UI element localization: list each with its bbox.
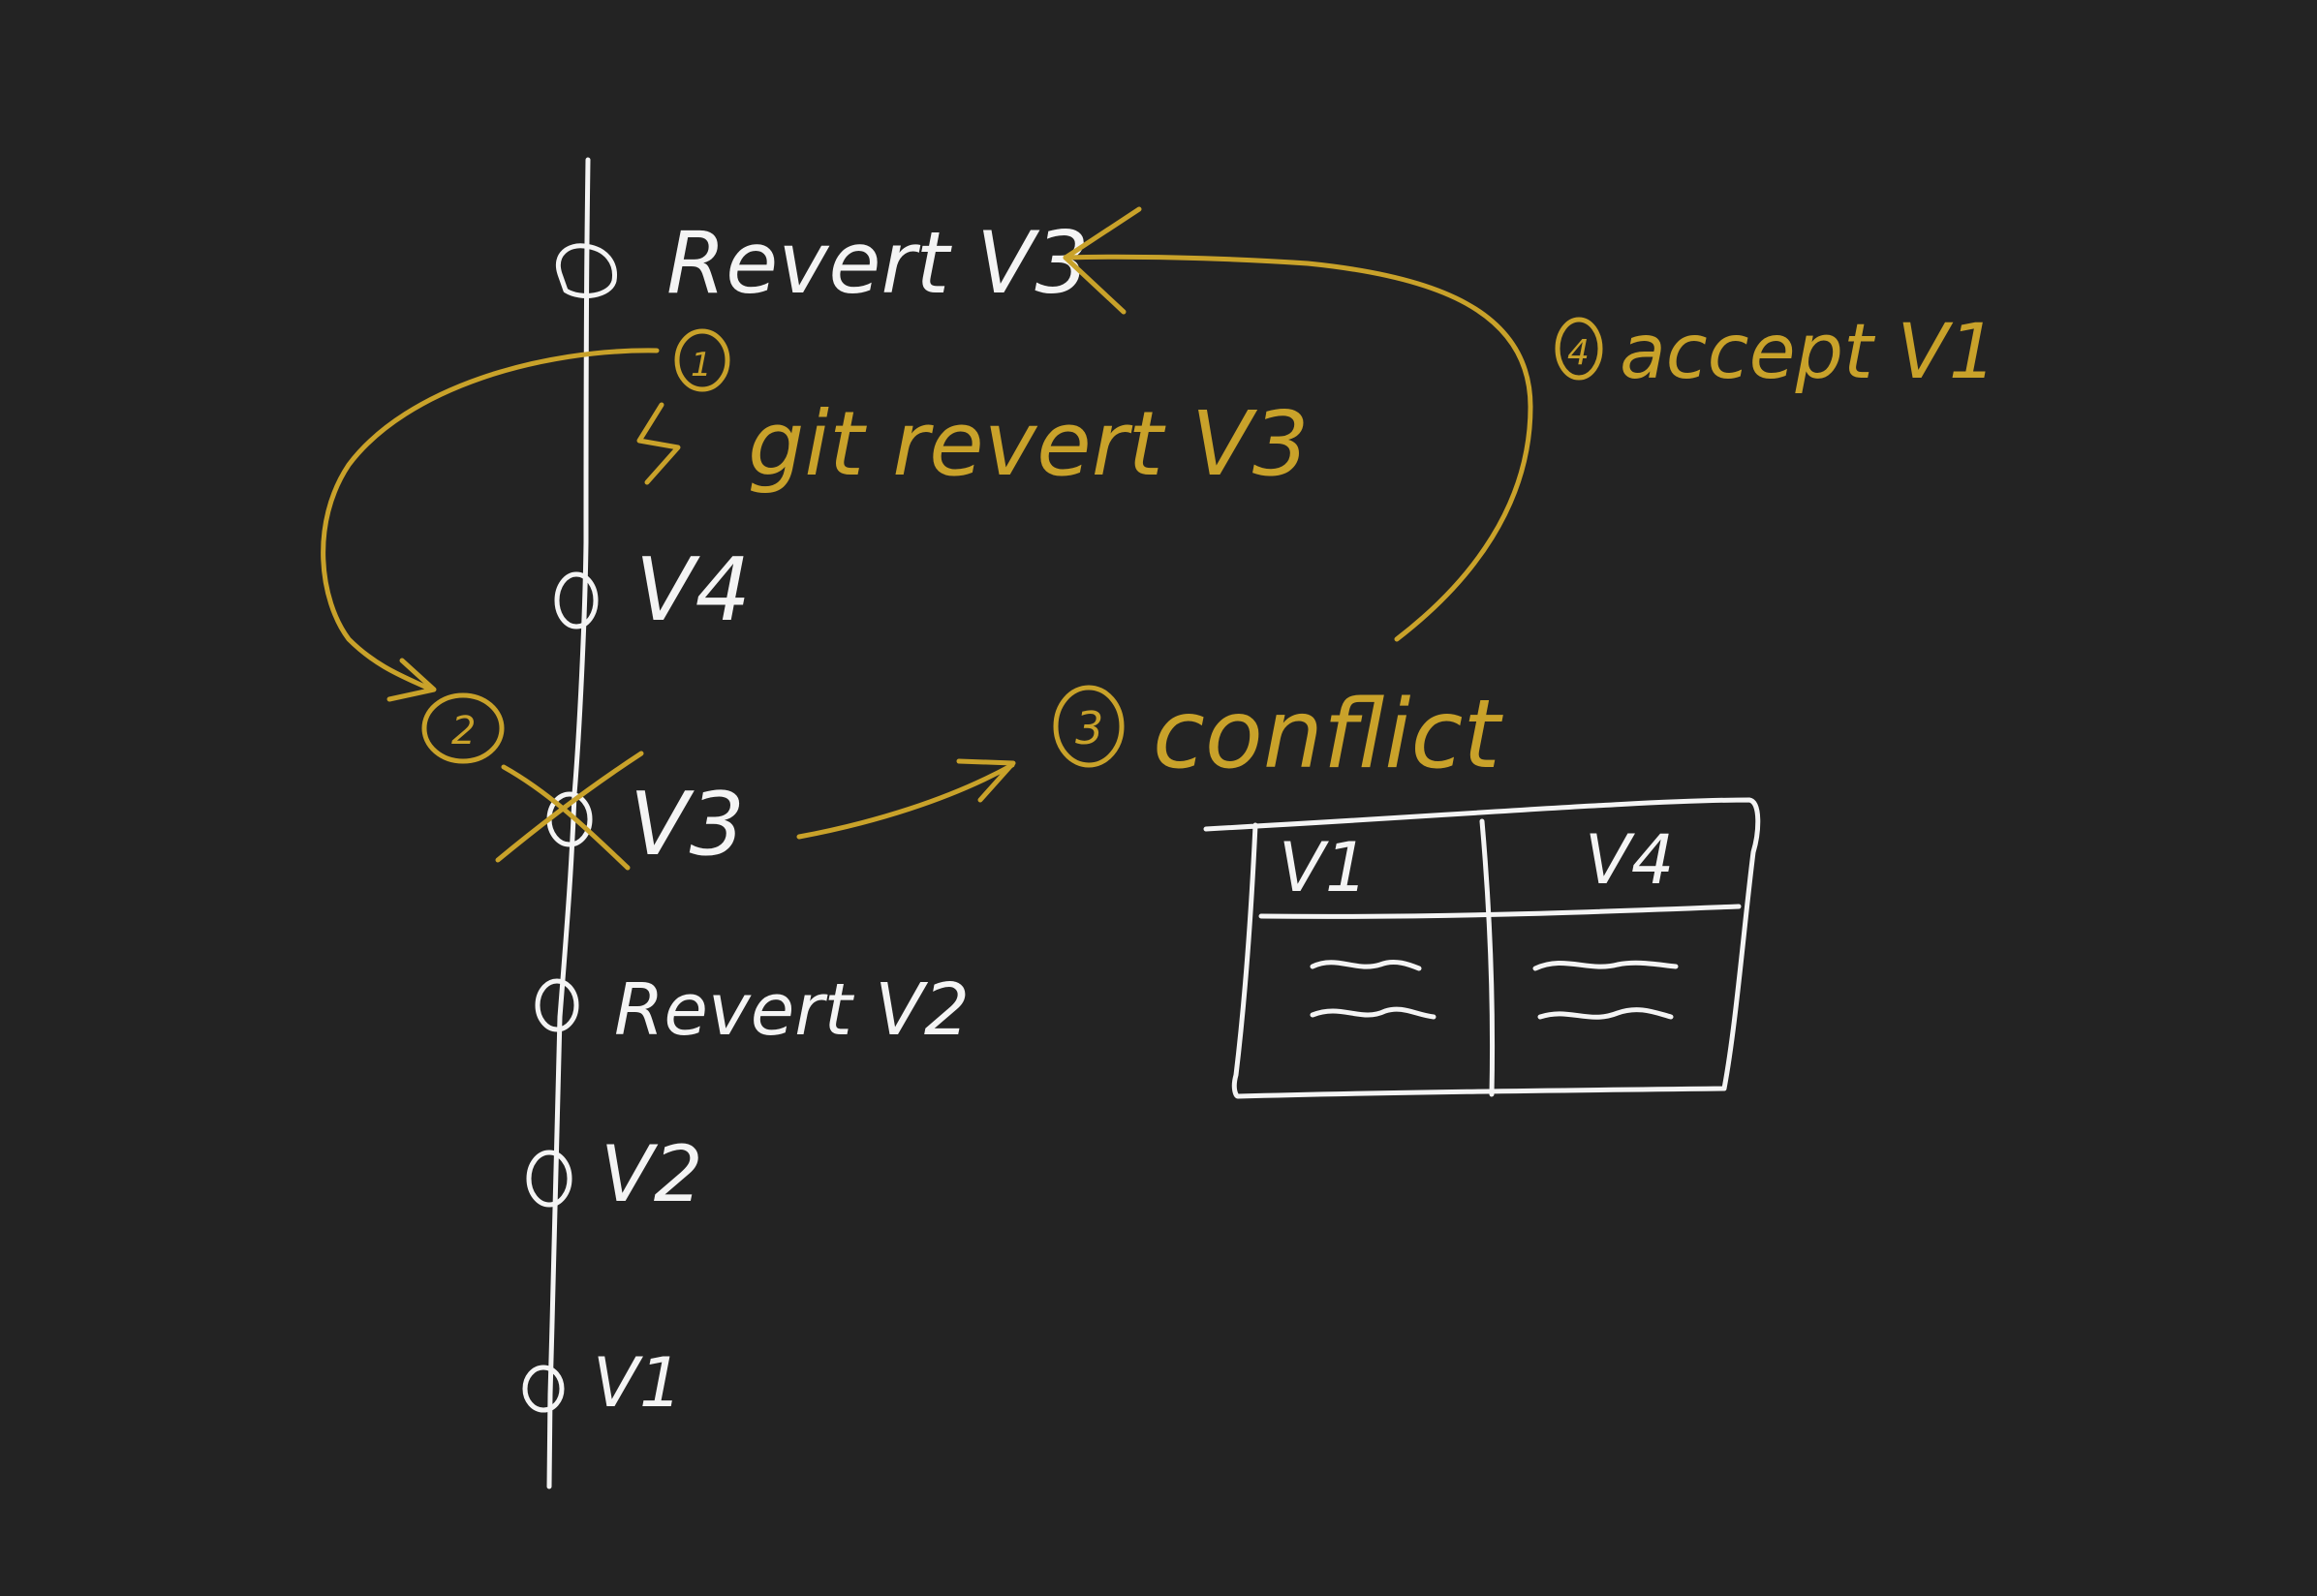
commit-label-v4: V4 xyxy=(635,539,751,641)
commit-node-v1 xyxy=(522,1365,565,1413)
conflict-table-column-divider xyxy=(1479,818,1496,1097)
commit-label-v3: V3 xyxy=(630,774,745,875)
step4-number: 4 xyxy=(1567,333,1590,373)
v3-to-conflict-arrowhead xyxy=(956,758,1016,803)
commit-node-revert-v3 xyxy=(555,243,617,298)
conflict-v4-content-squiggle-2 xyxy=(1537,1007,1674,1020)
step3-circle xyxy=(1053,685,1125,768)
step1-to-v3-arrow xyxy=(321,348,660,692)
conflict-v4-content-squiggle-1 xyxy=(1532,960,1679,971)
commit-node-revert-v2 xyxy=(535,978,579,1032)
commit-label-v2: V2 xyxy=(601,1129,703,1219)
step4-label: accept V1 xyxy=(1620,309,1996,396)
v3-cross-out-mark xyxy=(495,751,644,871)
commit-node-v2 xyxy=(526,1150,572,1208)
conflict-table-border xyxy=(1203,797,1761,1099)
lightning-bolt-icon xyxy=(636,402,681,485)
conflict-table-header-v1: V1 xyxy=(1279,828,1368,907)
step1-arrowhead xyxy=(386,658,437,702)
step2-circle xyxy=(421,692,505,764)
step3-number: 3 xyxy=(1075,702,1103,754)
conflict-to-revert-v3-arrow xyxy=(1063,254,1533,642)
step1-circle xyxy=(674,328,730,392)
step1-command: git revert V3 xyxy=(748,392,1309,496)
step4-circle xyxy=(1555,317,1603,381)
conflict-table-header-divider xyxy=(1258,904,1742,919)
conflict-to-revert-v3-arrowhead xyxy=(1063,206,1142,315)
v3-to-conflict-arrow xyxy=(796,762,1015,840)
commit-label-revert-v3: Revert V3 xyxy=(666,213,1089,313)
step2-number: 2 xyxy=(451,709,476,753)
conflict-v1-content-squiggle-2 xyxy=(1310,1006,1437,1020)
commit-label-v1: V1 xyxy=(593,1343,682,1423)
commit-label-revert-v2: Revert V2 xyxy=(614,968,970,1052)
step1-number: 1 xyxy=(691,346,712,384)
conflict-table-header-v4: V4 xyxy=(1585,820,1674,900)
conflict-v1-content-squiggle-1 xyxy=(1310,960,1422,971)
commit-node-v4 xyxy=(554,571,599,629)
step3-label: conflict xyxy=(1153,680,1503,790)
